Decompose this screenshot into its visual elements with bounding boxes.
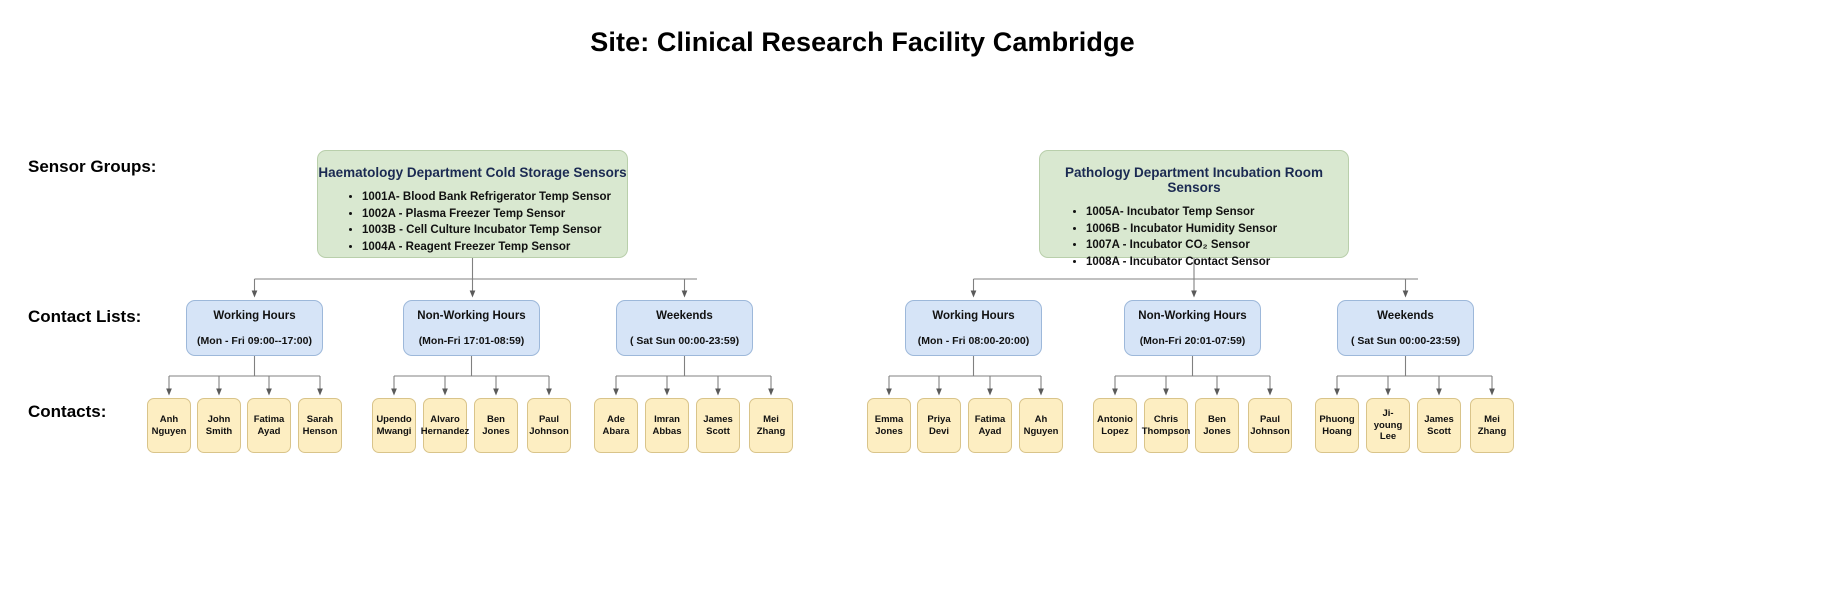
contact-list-name: Weekends	[656, 309, 713, 322]
contact-card[interactable]: Imran Abbas	[645, 398, 689, 453]
contact-card[interactable]: Alvaro Hernandez	[421, 398, 469, 453]
contact-list-name: Working Hours	[213, 309, 296, 322]
contact-list-hours: (Mon-Fri 17:01-08:59)	[418, 334, 525, 347]
sensor-list-item: 1006B - Incubator Humidity Sensor	[1086, 221, 1348, 238]
contact-name: Fatima Ayad	[253, 414, 285, 437]
contact-card[interactable]: Paul Johnson	[1248, 398, 1292, 453]
contact-name: Upendo Mwangi	[376, 414, 412, 437]
row-label-sensor-groups: Sensor Groups:	[28, 157, 157, 176]
contact-card[interactable]: Sarah Henson	[298, 398, 342, 453]
contact-card[interactable]: Ben Jones	[1195, 398, 1239, 453]
contact-card[interactable]: Anh Nguyen	[147, 398, 191, 453]
contact-name: John Smith	[205, 414, 233, 437]
sensor-list-item: 1003B - Cell Culture Incubator Temp Sens…	[362, 222, 627, 239]
contact-card[interactable]: Fatima Ayad	[968, 398, 1012, 453]
contact-name: James Scott	[1424, 414, 1454, 437]
sensor-list: 1001A- Blood Bank Refrigerator Temp Sens…	[318, 189, 627, 255]
contact-list-non-working-hours-haematology[interactable]: Non-Working Hours (Mon-Fri 17:01-08:59)	[403, 300, 540, 356]
contact-card[interactable]: James Scott	[1417, 398, 1461, 453]
contact-card[interactable]: Paul Johnson	[527, 398, 571, 453]
contact-card[interactable]: Chris Thompson	[1142, 398, 1190, 453]
contact-name: Sarah Henson	[302, 414, 338, 437]
contact-name: Antonio Lopez	[1097, 414, 1133, 437]
contact-list-weekends-haematology[interactable]: Weekends ( Sat Sun 00:00-23:59)	[616, 300, 753, 356]
contact-list-hours: (Mon - Fri 08:00-20:00)	[917, 334, 1030, 347]
contact-name: Ji-young Lee	[1373, 408, 1403, 443]
sensor-list-item: 1004A - Reagent Freezer Temp Sensor	[362, 239, 627, 256]
page-title-text: Site: Clinical Research Facility Cambrid…	[590, 27, 1135, 57]
contact-card[interactable]: Ade Abara	[594, 398, 638, 453]
contact-card[interactable]: James Scott	[696, 398, 740, 453]
contact-list-hours: (Mon - Fri 09:00--17:00)	[197, 334, 312, 347]
contact-name: Emma Jones	[874, 414, 904, 437]
contact-card[interactable]: Upendo Mwangi	[372, 398, 416, 453]
contact-name: Paul Johnson	[1250, 414, 1290, 437]
contact-list-name: Non-Working Hours	[417, 309, 526, 322]
contact-list-name: Non-Working Hours	[1138, 309, 1247, 322]
contact-name: Mei Zhang	[756, 414, 786, 437]
sensor-group-haematology[interactable]: Haematology Department Cold Storage Sens…	[317, 150, 628, 258]
contact-card[interactable]: Fatima Ayad	[247, 398, 291, 453]
contact-name: Imran Abbas	[652, 414, 682, 437]
contact-name: Priya Devi	[927, 414, 951, 437]
contact-list-working-hours-haematology[interactable]: Working Hours (Mon - Fri 09:00--17:00)	[186, 300, 323, 356]
contact-name: Paul Johnson	[529, 414, 569, 437]
contact-name: Ah Nguyen	[1023, 414, 1059, 437]
sensor-list-item: 1001A- Blood Bank Refrigerator Temp Sens…	[362, 189, 627, 206]
contact-name: Ade Abara	[602, 414, 630, 437]
sensor-list-item: 1008A - Incubator Contact Sensor	[1086, 254, 1348, 271]
contact-card[interactable]: Ah Nguyen	[1019, 398, 1063, 453]
contact-card[interactable]: Emma Jones	[867, 398, 911, 453]
contact-name: Ben Jones	[1203, 414, 1231, 437]
row-label-contact-lists: Contact Lists:	[28, 307, 142, 326]
contact-list-hours: ( Sat Sun 00:00-23:59)	[629, 334, 740, 347]
contact-card[interactable]: Mei Zhang	[1470, 398, 1514, 453]
contact-name: James Scott	[703, 414, 733, 437]
row-label-contacts: Contacts:	[28, 402, 107, 421]
page-title: Site: Clinical Research Facility Cambrid…	[0, 27, 1847, 58]
contact-name: Alvaro Hernandez	[420, 414, 470, 437]
contact-name: Fatima Ayad	[974, 414, 1006, 437]
sensor-list-item: 1002A - Plasma Freezer Temp Sensor	[362, 206, 627, 223]
contact-name: Mei Zhang	[1477, 414, 1507, 437]
sensor-group-title: Pathology Department Incubation Room Sen…	[1064, 165, 1323, 195]
contact-card[interactable]: Ben Jones	[474, 398, 518, 453]
sensor-list-item: 1007A - Incubator CO₂ Sensor	[1086, 237, 1348, 254]
contact-card[interactable]: John Smith	[197, 398, 241, 453]
contact-card[interactable]: Ji-young Lee	[1366, 398, 1410, 453]
contact-list-name: Working Hours	[932, 309, 1015, 322]
contact-list-weekends-pathology[interactable]: Weekends ( Sat Sun 00:00-23:59)	[1337, 300, 1474, 356]
contact-card[interactable]: Antonio Lopez	[1093, 398, 1137, 453]
contact-list-working-hours-pathology[interactable]: Working Hours (Mon - Fri 08:00-20:00)	[905, 300, 1042, 356]
contact-list-hours: ( Sat Sun 00:00-23:59)	[1350, 334, 1461, 347]
contact-list-non-working-hours-pathology[interactable]: Non-Working Hours (Mon-Fri 20:01-07:59)	[1124, 300, 1261, 356]
sensor-group-pathology[interactable]: Pathology Department Incubation Room Sen…	[1039, 150, 1349, 268]
contact-name: Ben Jones	[482, 414, 510, 437]
contact-name: Anh Nguyen	[151, 414, 187, 437]
contact-name: Phuong Hoang	[1319, 414, 1355, 437]
contact-card[interactable]: Mei Zhang	[749, 398, 793, 453]
contact-name: Chris Thompson	[1141, 414, 1191, 437]
contact-card[interactable]: Priya Devi	[917, 398, 961, 453]
sensor-group-title: Haematology Department Cold Storage Sens…	[318, 165, 627, 180]
contact-list-hours: (Mon-Fri 20:01-07:59)	[1139, 334, 1246, 347]
contact-list-name: Weekends	[1377, 309, 1434, 322]
contact-card[interactable]: Phuong Hoang	[1315, 398, 1359, 453]
sensor-list-item: 1005A- Incubator Temp Sensor	[1086, 204, 1348, 221]
sensor-list: 1005A- Incubator Temp Sensor 1006B - Inc…	[1040, 204, 1348, 270]
